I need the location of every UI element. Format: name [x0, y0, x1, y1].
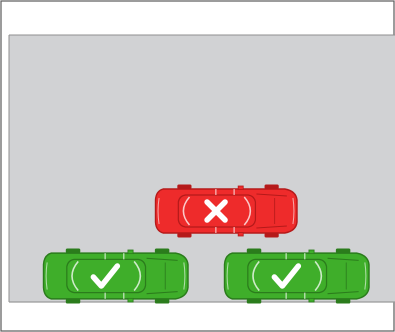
mirror: [238, 233, 243, 237]
mirror: [309, 250, 314, 254]
mirror: [238, 186, 243, 190]
parked-car-left: [44, 248, 188, 303]
mirror: [309, 298, 314, 302]
double-parked-car: [156, 185, 297, 238]
parked-car-right: [225, 248, 369, 303]
mirror: [128, 250, 133, 254]
mirror: [128, 298, 133, 302]
